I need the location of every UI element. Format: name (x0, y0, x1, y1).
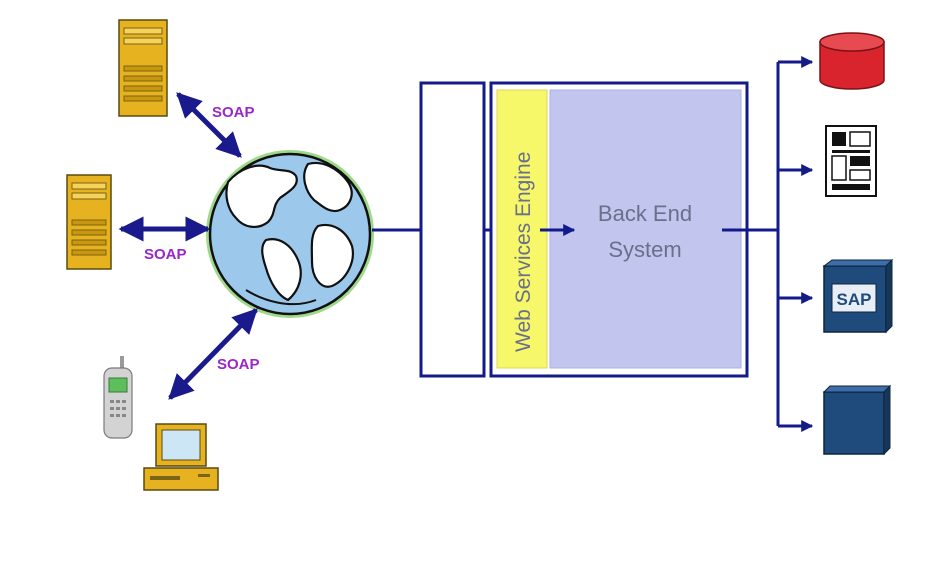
soap-arrow-bottom (170, 310, 256, 398)
mobile-phone-icon (104, 356, 132, 438)
sap-icon: SAP (824, 260, 892, 332)
blue-server-icon (824, 386, 890, 454)
back-end-system-box (550, 90, 741, 368)
soap-label: SOAP (212, 104, 255, 121)
globe-icon (208, 152, 372, 316)
soap-label: SOAP (144, 246, 187, 263)
back-end-system-label-line1: Back End (598, 201, 692, 226)
desktop-computer-icon (144, 424, 218, 490)
back-end-system-label-line2: System (608, 237, 681, 262)
soap-label: SOAP (217, 356, 260, 373)
gateway-frame (421, 83, 484, 376)
server-tower-icon (119, 20, 167, 116)
web-services-engine-label: Web Services Engine (512, 152, 535, 352)
sap-logo-text: SAP (837, 290, 872, 309)
database-icon (820, 33, 884, 89)
mainframe-icon (826, 126, 876, 196)
server-tower-icon (67, 175, 111, 269)
